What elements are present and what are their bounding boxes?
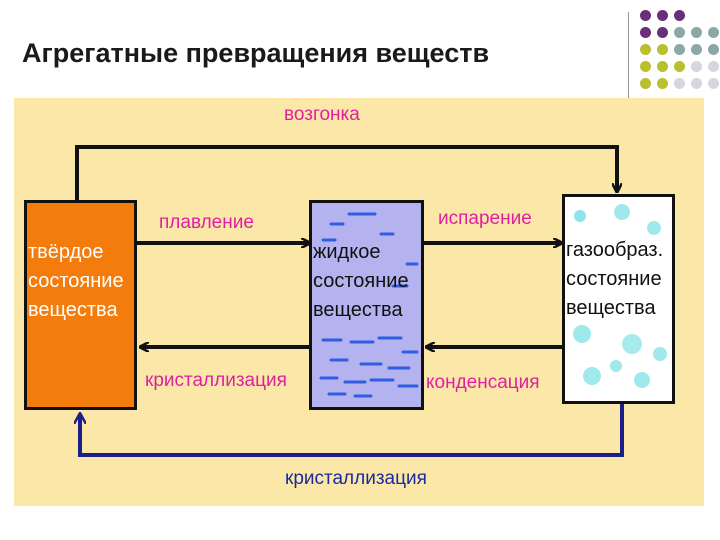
label-crystallization: кристаллизация [145, 370, 287, 391]
gas-particles [573, 204, 667, 388]
decor-dot [708, 78, 719, 89]
gas-line-2: состояние [566, 268, 662, 290]
decor-dot [657, 61, 668, 72]
decor-dot [640, 10, 651, 21]
decor-dot [657, 27, 668, 38]
solid-line-1: твёрдое [28, 241, 104, 263]
label-evaporation: испарение [438, 208, 532, 229]
decor-dot [708, 27, 719, 38]
decor-divider-line [628, 12, 629, 100]
decor-dot [708, 61, 719, 72]
liquid-state-box [309, 200, 424, 410]
decor-dot [691, 61, 702, 72]
decor-dot [657, 44, 668, 55]
label-condensation: конденсация [426, 372, 540, 393]
label-sublimation: возгонка [284, 104, 360, 125]
decor-dot [674, 61, 685, 72]
gas-line-3: вещества [566, 297, 656, 319]
liquid-state-label: жидкое состояние вещества [313, 238, 409, 325]
decor-dot [674, 27, 685, 38]
page-title: Агрегатные превращения веществ [22, 38, 490, 68]
decor-dot [691, 27, 702, 38]
decor-dot [640, 61, 651, 72]
decor-dot [674, 10, 685, 21]
label-melting: плавление [159, 212, 254, 233]
liquid-line-3: вещества [313, 299, 403, 321]
arrow-desublimation [80, 402, 624, 457]
decor-dot [640, 44, 651, 55]
decor-dot [691, 44, 702, 55]
solid-state-label: твёрдое состояние вещества [28, 238, 124, 325]
solid-line-3: вещества [28, 299, 118, 321]
solid-state-box [24, 200, 137, 410]
decor-dot [708, 44, 719, 55]
solid-line-2: состояние [28, 270, 124, 292]
decor-dot [657, 10, 668, 21]
gas-state-label: газообраз. состояние вещества [566, 236, 663, 323]
decor-dot [640, 27, 651, 38]
decor-dot [691, 78, 702, 89]
gas-line-1: газообраз. [566, 239, 664, 261]
liquid-line-2: состояние [313, 270, 409, 292]
decor-dot [657, 78, 668, 89]
decor-dot [674, 78, 685, 89]
decor-dot [674, 44, 685, 55]
arrow-sublimation [75, 145, 617, 200]
decor-dot [640, 78, 651, 89]
label-desublimation: кристаллизация [285, 468, 427, 489]
liquid-particles [319, 212, 419, 398]
liquid-line-1: жидкое [313, 241, 381, 263]
